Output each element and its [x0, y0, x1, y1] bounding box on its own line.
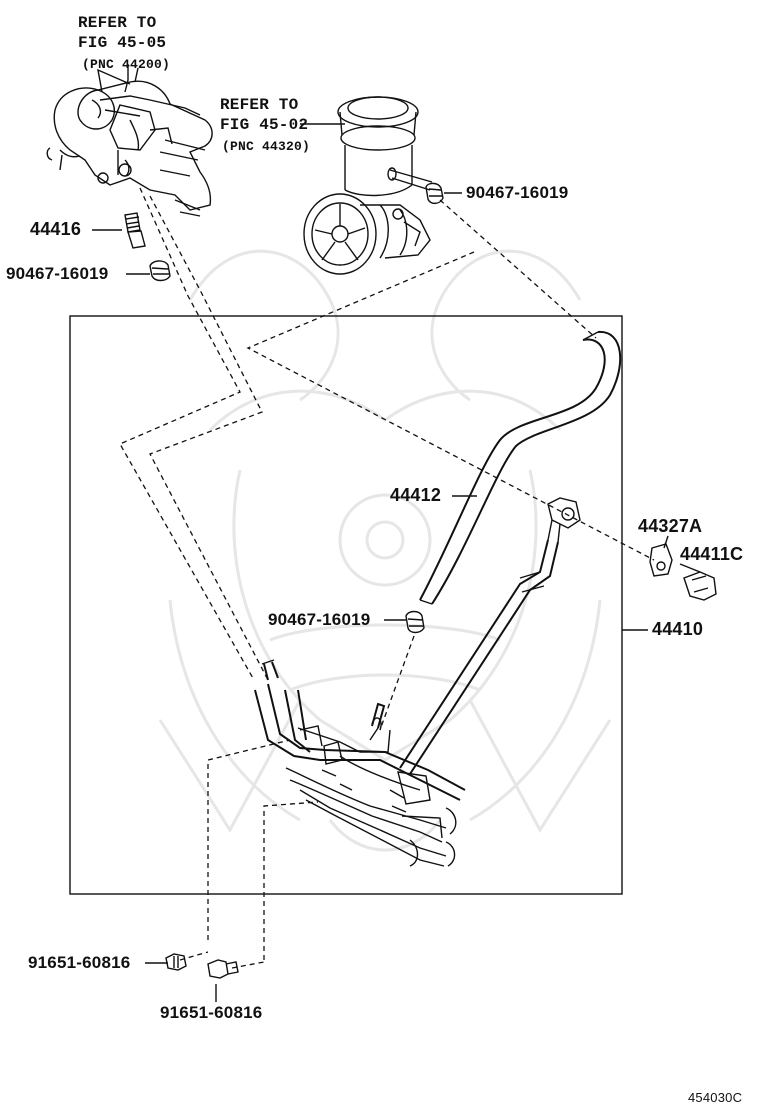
ref-fig-45-05-line2: FIG 45-05	[78, 34, 167, 52]
watermark-emblem	[158, 249, 612, 852]
part-label-clip-left: 90467-16019	[6, 264, 109, 283]
part-label-44412: 44412	[390, 485, 442, 505]
part-label-44416: 44416	[30, 219, 82, 239]
left-clip	[149, 260, 171, 282]
steering-gear-illustration	[46, 67, 213, 217]
bolt-bottom	[207, 959, 239, 979]
ref-fig-45-02-line1: REFER TO	[220, 96, 299, 114]
ref-pnc-44320: (PNC 44320)	[222, 139, 311, 154]
pump-clip	[425, 182, 444, 205]
pump-reservoir-illustration	[303, 96, 433, 275]
part-label-44327a: 44327A	[638, 516, 703, 536]
part-label-clip-pump: 90467-16019	[466, 183, 569, 202]
center-clip	[405, 610, 425, 634]
banjo-fitting	[547, 497, 581, 543]
part-label-44410: 44410	[652, 619, 704, 639]
part-label-bolt-left: 91651-60816	[28, 953, 131, 972]
part-label-clip-center: 90467-16019	[268, 610, 371, 629]
assembly-box	[69, 315, 623, 895]
ref-pnc-44200: (PNC 44200)	[82, 57, 171, 72]
pressure-pipe	[399, 539, 559, 775]
fitting-44416	[124, 212, 146, 249]
ref-fig-45-02-line2: FIG 45-02	[220, 116, 309, 134]
bolt-left	[165, 953, 187, 971]
figure-code: 454030C	[688, 1090, 743, 1105]
bolt-44411c	[683, 571, 717, 601]
cooler-assembly	[285, 702, 457, 867]
hose-44412	[419, 330, 622, 605]
ref-fig-45-05-line1: REFER TO	[78, 14, 157, 32]
part-label-bolt-bottom: 91651-60816	[160, 1003, 263, 1022]
part-label-44411c: 44411C	[680, 544, 744, 564]
clamp-44327a	[649, 543, 673, 577]
leader-lines	[92, 64, 701, 1002]
